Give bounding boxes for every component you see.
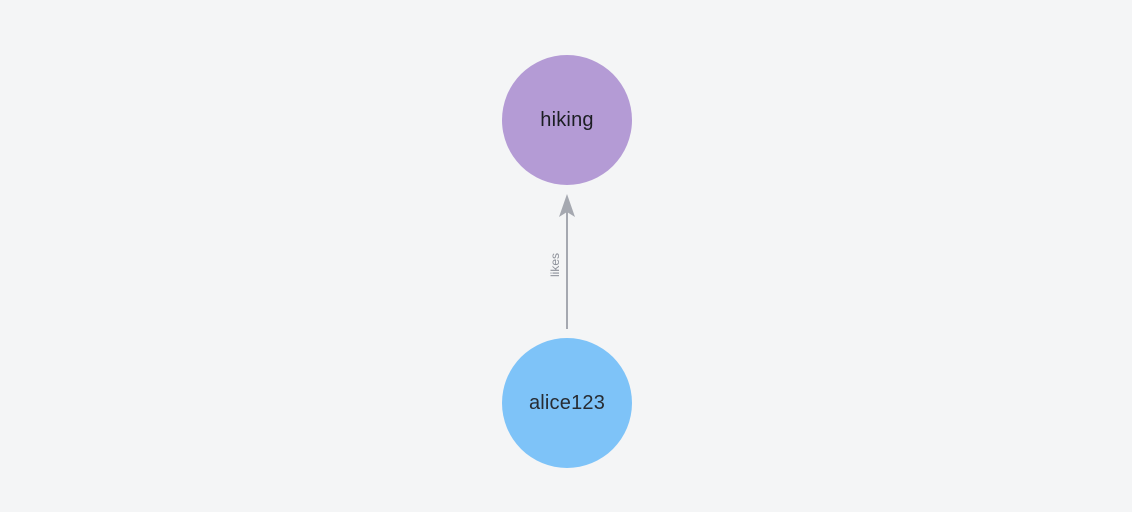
node-label-hiking: hiking xyxy=(540,108,594,131)
node-label-alice123: alice123 xyxy=(528,391,606,414)
node-alice123[interactable]: alice123 xyxy=(502,338,632,468)
node-hiking[interactable]: hiking xyxy=(502,55,632,185)
edge-label-likes: likes xyxy=(548,252,562,277)
edge-arrowhead xyxy=(559,194,575,217)
